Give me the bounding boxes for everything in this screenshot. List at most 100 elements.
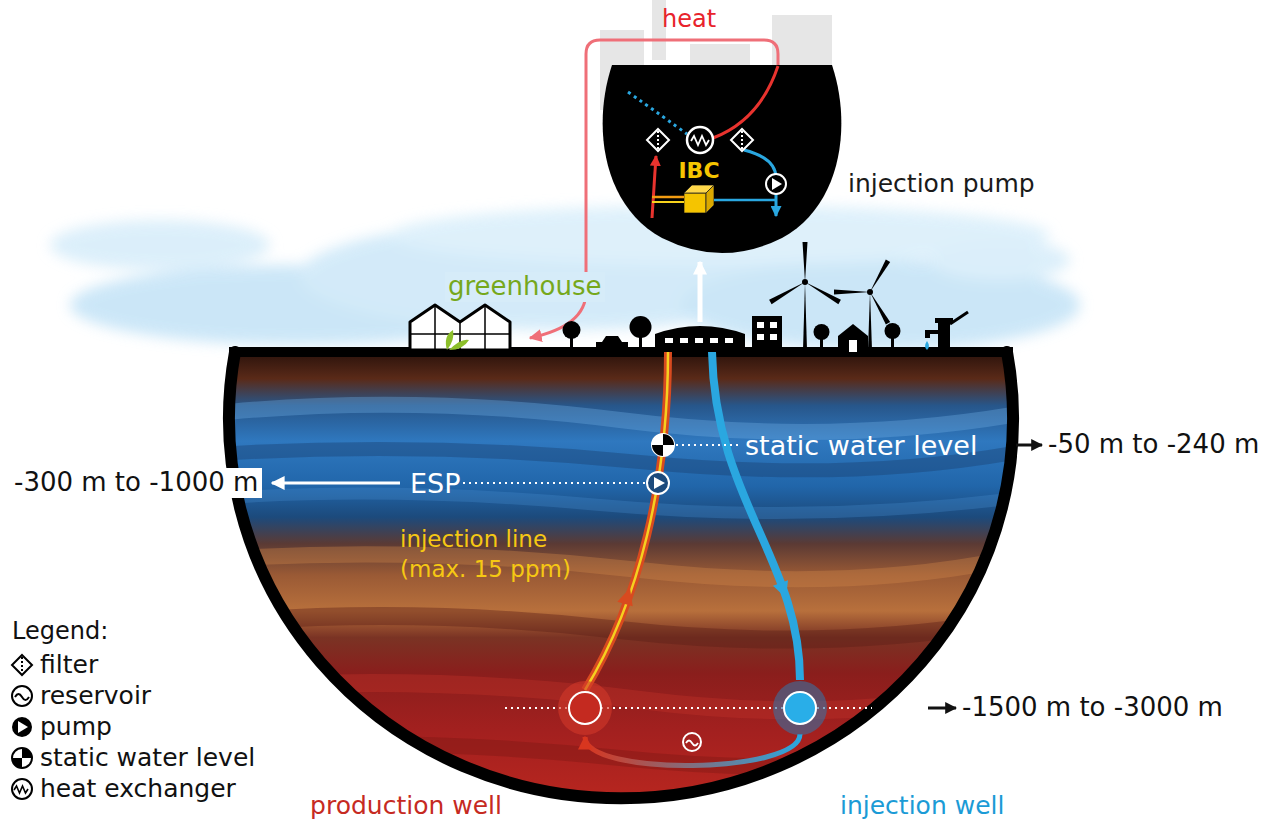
reservoir-symbol [683, 733, 701, 751]
legend-title: Legend: [12, 618, 108, 646]
legend-text: pump [40, 712, 112, 741]
town-windows [757, 334, 764, 340]
town-silhouette [834, 260, 890, 325]
town-silhouette [769, 280, 806, 304]
legend-text: filter [40, 650, 98, 679]
well-bottom-circle [557, 680, 613, 736]
flow-arrow [585, 734, 800, 766]
town-windows [770, 334, 777, 340]
component-label: IBC [676, 158, 721, 183]
town-silhouette [752, 316, 782, 352]
esp-pump-symbol [647, 472, 669, 494]
filter-symbol [12, 655, 32, 675]
town-silhouette [769, 242, 841, 304]
plant-inset [603, 65, 842, 253]
plant-inset [628, 92, 687, 134]
static-water-level-symbol [652, 434, 674, 456]
town-silhouette [802, 279, 808, 285]
town-windows [770, 322, 777, 328]
well-bottom-circle [772, 680, 828, 736]
sky [930, 240, 1070, 280]
ground-cross-section [200, 494, 1040, 513]
static-water-level-symbol [663, 434, 674, 445]
town-silhouette [803, 242, 808, 282]
note-label: injection line (max. 15 ppm) [400, 525, 605, 585]
ibc-tank [706, 185, 714, 213]
town-windows [710, 338, 718, 343]
ground-cross-section [229, 347, 1013, 357]
pump-symbol [12, 717, 32, 737]
plant-inset [714, 199, 776, 202]
pump-symbol [772, 178, 782, 190]
town-windows [725, 338, 733, 343]
town-windows [665, 338, 673, 343]
town-windows [757, 322, 764, 328]
heat-exchanger-symbol [687, 127, 713, 153]
ibc-tank [684, 193, 706, 213]
town-silhouette [938, 322, 950, 352]
ground-cross-section [200, 352, 1040, 798]
legend-item: static water level [40, 744, 255, 773]
reservoir-symbol [15, 694, 29, 700]
filter-symbol [731, 129, 753, 151]
town-silhouette [630, 316, 652, 338]
esp-pump-symbol [654, 477, 665, 489]
ground-cross-section [229, 352, 1013, 798]
town-silhouette [563, 242, 969, 353]
heat-exchanger-symbol [691, 136, 709, 145]
wells [585, 352, 668, 690]
sky [50, 220, 270, 270]
ground-cross-section [200, 405, 1040, 767]
plant-inset [652, 156, 656, 218]
wells [773, 580, 788, 598]
town-silhouette [868, 291, 890, 325]
legend-text: static water level [40, 743, 255, 772]
town-silhouette [655, 326, 745, 352]
filter-symbol [647, 129, 669, 151]
reservoir-symbol [686, 741, 698, 746]
legend-text: reservoir [40, 681, 151, 710]
static-water-level-symbol [652, 445, 663, 456]
greenhouse-icon [405, 300, 517, 352]
legend-text: heat exchanger [40, 774, 236, 803]
ground-cross-section [200, 405, 1040, 432]
plant-icon [446, 330, 469, 350]
town-silhouette [618, 347, 624, 353]
depth-markers [463, 482, 645, 484]
pump-label: injection pump [848, 170, 1035, 199]
pump-symbol [12, 717, 32, 737]
town-silhouette [834, 290, 870, 295]
town-windows [665, 322, 857, 352]
legend-item: heat exchanger [40, 775, 236, 804]
esp-pump-symbol [647, 472, 669, 494]
depth-label: -1500 m to -3000 m [962, 693, 1223, 723]
well-bottom-circle [569, 692, 601, 724]
town-silhouette [814, 324, 830, 340]
filter-symbol [657, 131, 659, 149]
town-silhouette [950, 312, 968, 324]
wells [585, 352, 800, 690]
depth-markers [272, 482, 400, 485]
sky [50, 205, 1080, 350]
node-prod: production well [557, 680, 613, 736]
node-label: greenhouse [445, 272, 605, 302]
well-bottom-circle [558, 681, 612, 735]
legend-item: pump [40, 713, 112, 742]
town-silhouette [925, 330, 938, 338]
depth-markers [928, 707, 956, 710]
heat-exchanger-symbol [14, 786, 28, 793]
well-bottom-circle [773, 681, 827, 735]
town-silhouette [563, 321, 581, 339]
ground-cross-section [200, 742, 1040, 767]
wells [712, 352, 800, 680]
filter-symbol [741, 131, 743, 149]
well-bottom-circle [784, 692, 816, 724]
town-windows [695, 338, 703, 343]
static-water-level-symbol [12, 748, 32, 768]
filter-symbol [21, 657, 23, 673]
esp-label: ESP [410, 468, 460, 499]
town-silhouette [838, 324, 868, 352]
static-water-level-symbol [12, 758, 22, 768]
static-water-level-symbol [652, 434, 674, 456]
